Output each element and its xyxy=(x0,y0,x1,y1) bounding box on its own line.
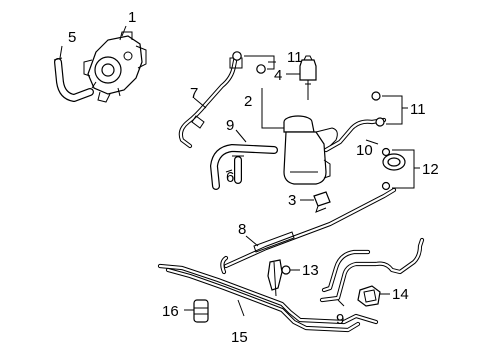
rigid-line xyxy=(245,231,295,253)
lower-cooler-lines xyxy=(157,263,379,333)
callout-9-lower: 9 xyxy=(336,311,344,328)
line-bracket xyxy=(300,191,331,213)
callout-11-right: 11 xyxy=(410,101,426,118)
reservoir-hose xyxy=(210,129,278,190)
return-line xyxy=(323,117,387,153)
power-steering-pump xyxy=(83,25,147,103)
pump-inlet-hose xyxy=(53,45,94,102)
callout-11-upper: 11 xyxy=(287,49,303,66)
callout-8: 8 xyxy=(238,221,246,238)
line-connector xyxy=(184,299,209,323)
callout-5: 5 xyxy=(68,29,76,46)
fluid-reservoir xyxy=(261,88,338,185)
callout-9-upper: 9 xyxy=(226,117,234,134)
callout-3: 3 xyxy=(288,192,296,209)
callout-4: 4 xyxy=(274,67,282,84)
pressure-line xyxy=(178,53,243,149)
hose-clamp-13 xyxy=(267,259,300,297)
callout-1: 1 xyxy=(128,9,136,26)
callout-14: 14 xyxy=(392,286,409,303)
hose-clamp-14 xyxy=(357,285,390,307)
callout-13: 13 xyxy=(302,262,319,279)
cooler-fitting xyxy=(381,147,420,191)
reservoir-cap xyxy=(286,55,317,100)
callout-12: 12 xyxy=(422,161,439,178)
callout-2: 2 xyxy=(244,93,252,110)
callout-10: 10 xyxy=(356,142,373,159)
cooler-line-diagonal xyxy=(220,187,397,275)
o-ring-upper xyxy=(232,51,276,74)
callout-6: 6 xyxy=(226,169,234,186)
callout-7: 7 xyxy=(190,85,198,102)
right-cooler-hoses xyxy=(319,237,425,307)
callout-15: 15 xyxy=(231,329,248,346)
o-ring-right xyxy=(371,91,408,127)
callout-16: 16 xyxy=(162,303,179,320)
